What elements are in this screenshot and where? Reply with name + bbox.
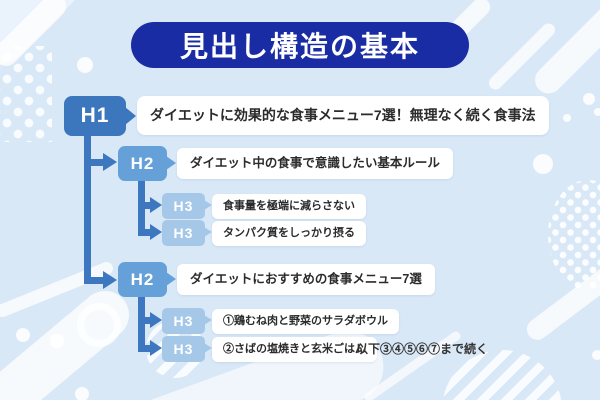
decor-circle bbox=[16, 328, 30, 342]
h1-heading-box: ダイエットに効果的な食事メニュー7選！無理なく続く食事法 bbox=[137, 96, 549, 135]
h2-tag-label: H2 bbox=[130, 269, 155, 289]
decor-circle bbox=[592, 350, 600, 360]
h3-heading-box: ②さばの塩焼きと玄米ごはん bbox=[212, 337, 377, 362]
caret-right-icon bbox=[166, 272, 176, 286]
connector-branch-h3-2 bbox=[138, 229, 152, 236]
connector-branch-h2-1 bbox=[84, 159, 105, 166]
caret-right-icon bbox=[204, 227, 212, 237]
h2-heading-box: ダイエットにおすすめの食事メニュー7選 bbox=[177, 264, 435, 295]
caret-right-icon bbox=[204, 343, 212, 353]
arrow-right-icon bbox=[150, 340, 162, 356]
h3-tag: H3 bbox=[162, 220, 205, 246]
h3-tag: H3 bbox=[162, 193, 205, 219]
h3-heading-box: タンパク質をしっかり摂る bbox=[212, 221, 366, 246]
decor-circle bbox=[594, 108, 600, 116]
connector-branch-h3-4 bbox=[138, 345, 152, 352]
h2-tag-label: H2 bbox=[130, 153, 155, 173]
continuation-note: 以下③④⑤⑥⑦まで続く bbox=[356, 342, 489, 356]
arrow-right-icon bbox=[150, 312, 162, 328]
decor-dot-grid-top-left bbox=[0, 46, 52, 142]
page-title-text: 見出し構造の基本 bbox=[179, 31, 420, 62]
h3-heading-box: ①鶏むね肉と野菜のサラダボウル bbox=[212, 309, 399, 334]
h3-tag-label: H3 bbox=[173, 313, 194, 329]
caret-right-icon bbox=[204, 200, 212, 210]
decor-circle bbox=[583, 93, 595, 105]
page-title: 見出し構造の基本 bbox=[131, 22, 469, 68]
h3-tag-label: H3 bbox=[173, 225, 194, 241]
arrow-right-icon bbox=[150, 197, 162, 213]
h2-tag: H2 bbox=[118, 146, 167, 181]
caret-right-icon bbox=[125, 107, 136, 125]
h3-tag-label: H3 bbox=[173, 341, 194, 357]
decor-circle bbox=[563, 114, 571, 122]
h3-tag: H3 bbox=[162, 336, 205, 362]
decor-circle bbox=[533, 154, 553, 174]
arrow-right-icon bbox=[150, 224, 162, 240]
arrow-right-icon bbox=[103, 271, 117, 289]
connector-branch-h2-2 bbox=[84, 277, 105, 284]
decor-circle bbox=[75, 387, 89, 400]
h1-tag-label: H1 bbox=[80, 104, 110, 127]
h3-heading-box: 食事量を極端に減らさない bbox=[212, 194, 366, 219]
connector-h1-trunk bbox=[84, 134, 91, 284]
connector-branch-h3-3 bbox=[138, 317, 152, 324]
h3-tag-label: H3 bbox=[173, 198, 194, 214]
arrow-right-icon bbox=[103, 153, 117, 171]
connector-h2-2-trunk bbox=[138, 296, 145, 352]
h1-tag: H1 bbox=[64, 96, 126, 136]
connector-branch-h3-1 bbox=[138, 202, 152, 209]
h3-tag: H3 bbox=[162, 308, 205, 334]
decor-band-top-right-thick bbox=[529, 0, 600, 100]
caret-right-icon bbox=[204, 315, 212, 325]
decor-circle bbox=[77, 57, 93, 73]
caret-right-icon bbox=[166, 156, 176, 170]
h2-tag: H2 bbox=[118, 262, 167, 297]
h2-heading-box: ダイエット中の食事で意識したい基本ルール bbox=[177, 148, 453, 179]
